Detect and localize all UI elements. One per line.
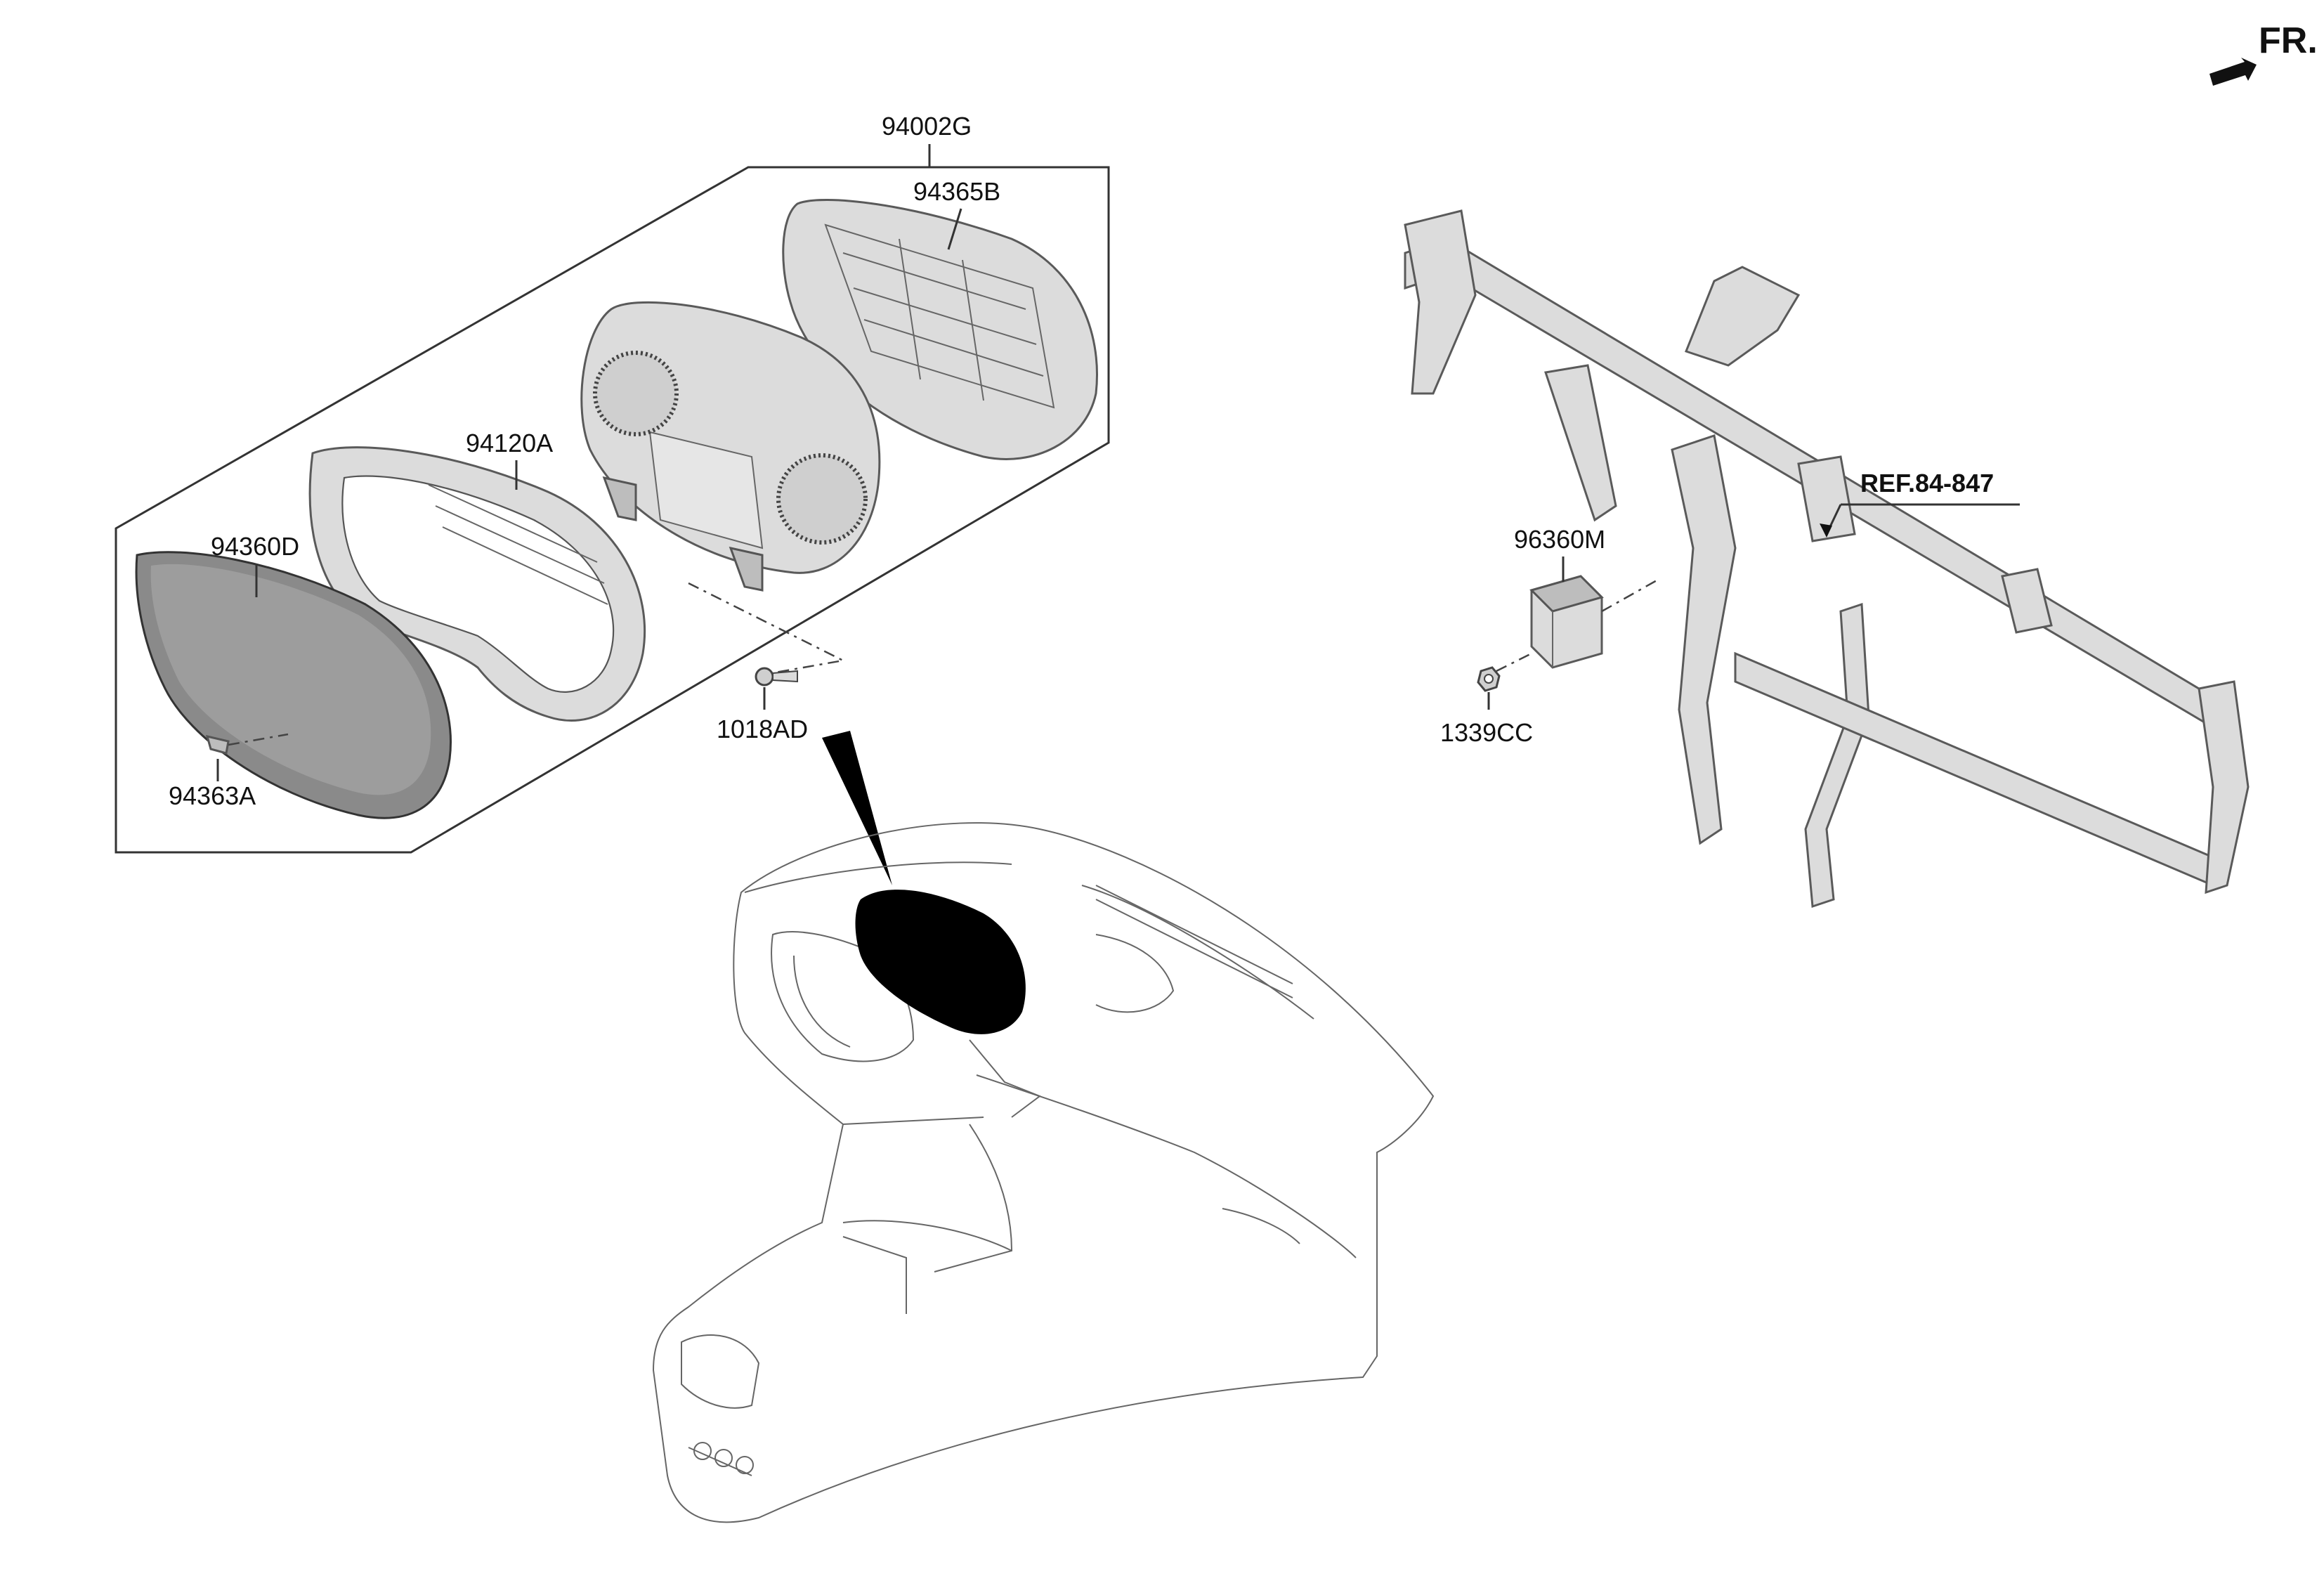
dashboard-outline xyxy=(652,822,1435,1523)
label-REF-84-847: REF.84-847 xyxy=(1860,469,1994,497)
cluster-location-highlight xyxy=(855,890,1026,1034)
module-dash-line xyxy=(1601,578,1659,613)
label-94365B: 94365B xyxy=(913,177,1000,206)
ref-arrow-icon xyxy=(1820,523,1832,538)
label-94002G: 94002G xyxy=(882,112,972,141)
label-1339CC: 1339CC xyxy=(1440,718,1533,747)
label-96360M: 96360M xyxy=(1514,525,1605,554)
leader-94365B xyxy=(947,208,962,250)
front-label: FR. xyxy=(2259,20,2318,61)
location-pointer xyxy=(822,731,892,885)
electronic-module xyxy=(1529,575,1604,669)
label-94360D: 94360D xyxy=(211,532,299,561)
cluster-mask xyxy=(308,446,646,722)
front-direction-indicator: FR. xyxy=(2209,20,2318,86)
cluster-gauge-display xyxy=(580,301,881,592)
window-clip xyxy=(205,734,230,755)
cluster-assembly-boundary xyxy=(115,166,1110,854)
label-1018AD: 1018AD xyxy=(717,715,808,743)
mounting-nut xyxy=(1477,666,1501,692)
clip-dash-line xyxy=(228,733,289,746)
label-94120A: 94120A xyxy=(466,429,553,457)
label-94363A: 94363A xyxy=(169,781,256,810)
screw-dash-line xyxy=(688,582,846,675)
nut-dash-line xyxy=(1496,652,1532,672)
cluster-window xyxy=(135,551,452,819)
cowl-cross-member xyxy=(1404,209,2250,909)
front-arrow-icon xyxy=(2209,58,2257,86)
mounting-screw xyxy=(755,667,798,686)
